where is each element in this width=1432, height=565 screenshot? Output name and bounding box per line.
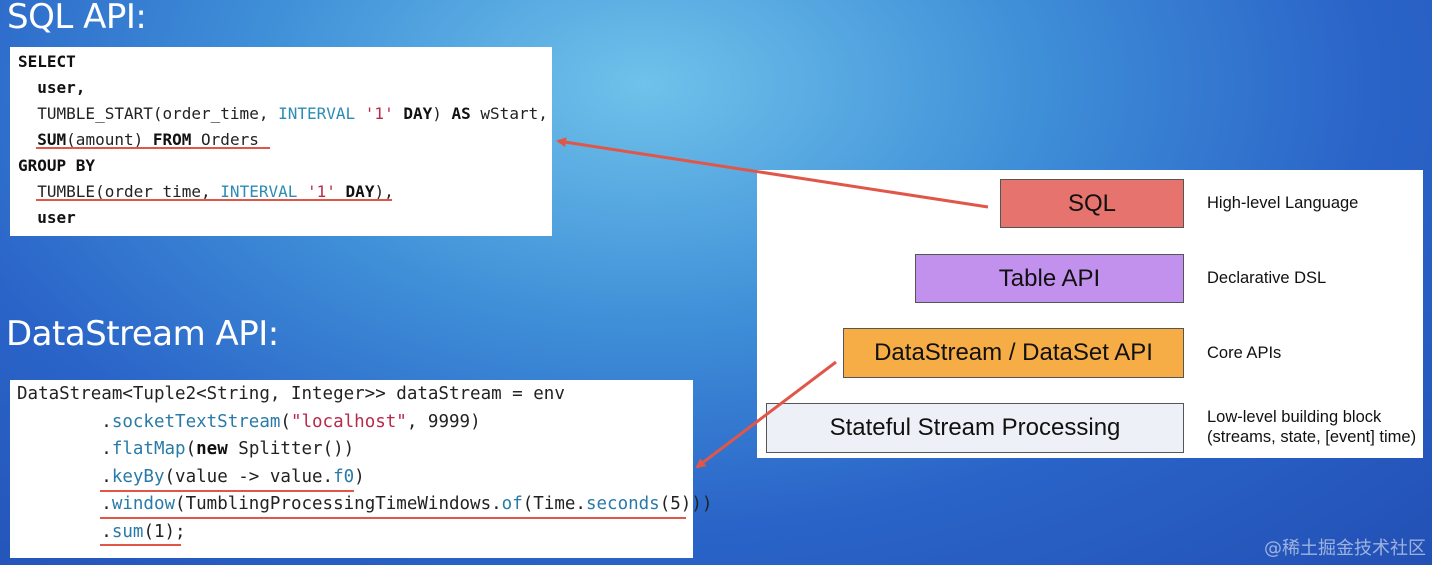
- datastream-dataset-layer: DataStream / DataSet API: [843, 328, 1184, 378]
- code-token: (value -> value.: [164, 467, 334, 487]
- code-token: of: [501, 494, 523, 514]
- code-token: INTERVAL: [220, 182, 298, 201]
- code-line: user,: [18, 80, 85, 96]
- code-line: .socketTextStream("localhost", 9999): [17, 412, 481, 432]
- code-token: .: [17, 412, 112, 432]
- code-line: SUM(amount) FROM Orders: [18, 132, 259, 148]
- code-line: DataStream<Tuple2<String, Integer>> data…: [17, 384, 565, 404]
- stateful-stream-processing-layer-description: Low-level building block (streams, state…: [1207, 408, 1417, 446]
- datastream-api-heading: DataStream API:: [6, 314, 279, 354]
- highlight-underline: [100, 490, 354, 492]
- code-token: .: [17, 439, 112, 459]
- code-token: INTERVAL: [278, 104, 356, 123]
- code-token: .: [17, 494, 112, 514]
- code-token: (amount): [66, 130, 153, 149]
- code-token: FROM: [152, 130, 192, 149]
- code-token: new: [196, 439, 228, 459]
- code-token: TUMBLE(order_time,: [18, 182, 221, 201]
- code-token: wStart,: [470, 104, 548, 123]
- code-token: (Time.: [522, 494, 586, 514]
- code-line: user: [18, 210, 76, 226]
- sql-api-heading: SQL API:: [7, 0, 147, 37]
- code-token: AS: [451, 104, 471, 123]
- code-token: DataStream<Tuple2<String, Integer>> data…: [17, 384, 565, 404]
- code-line: SELECT: [18, 54, 76, 70]
- datastream-code-box: DataStream<Tuple2<String, Integer>> data…: [10, 380, 712, 558]
- code-line: .window(TumblingProcessingTimeWindows.of…: [17, 494, 713, 514]
- code-token: (: [280, 412, 291, 432]
- code-token: user: [37, 208, 76, 227]
- code-token: ): [354, 467, 365, 487]
- code-token: (: [185, 439, 197, 459]
- code-token: ): [432, 104, 452, 123]
- code-token: SUM: [37, 130, 67, 149]
- highlight-underline: [36, 147, 270, 149]
- code-token: (5))): [659, 494, 713, 514]
- code-line: .keyBy(value -> value.f0): [17, 467, 365, 487]
- code-token: flatMap: [111, 439, 186, 459]
- code-token: .: [17, 467, 112, 487]
- code-token: sum: [111, 522, 144, 542]
- code-token: window: [111, 494, 176, 514]
- code-token: DAY: [345, 182, 375, 201]
- api-stack-panel: SQL High-level Language Table API Declar…: [757, 170, 1423, 458]
- code-token: .: [17, 522, 112, 542]
- code-token: socketTextStream: [111, 412, 281, 432]
- code-token: (TumblingProcessingTimeWindows.: [175, 494, 502, 514]
- code-token: '1': [307, 182, 336, 201]
- table-api-layer-description: Declarative DSL: [1207, 269, 1327, 287]
- sql-arrow: [556, 137, 989, 209]
- code-line: TUMBLE(order_time, INTERVAL '1' DAY),: [18, 182, 394, 201]
- code-token: GROUP BY: [18, 156, 96, 175]
- code-line: .sum(1);: [17, 522, 186, 542]
- datastream-arrow: [695, 360, 837, 469]
- watermark: @稀土掘金技术社区: [1264, 538, 1426, 559]
- code-token: seconds: [585, 494, 660, 514]
- code-line: GROUP BY: [18, 158, 95, 174]
- code-token: , 9999): [406, 412, 481, 432]
- code-token: user,: [37, 78, 86, 97]
- sql-layer: SQL: [1000, 179, 1184, 228]
- stateful-stream-processing-layer: Stateful Stream Processing: [766, 403, 1184, 453]
- code-token: (1);: [143, 522, 186, 542]
- code-token: Splitter()): [227, 439, 355, 459]
- sql-layer-description: High-level Language: [1207, 194, 1359, 212]
- code-line: TUMBLE_START(order_time, INTERVAL '1' DA…: [18, 106, 548, 122]
- sql-code-box: SELECT user, TUMBLE_START(order_time, IN…: [10, 47, 552, 236]
- code-token: "localhost": [290, 412, 407, 432]
- highlight-underline: [100, 517, 686, 519]
- highlight-underline: [100, 544, 181, 546]
- code-token: SELECT: [18, 52, 76, 71]
- code-token: '1': [364, 104, 394, 123]
- code-token: f0: [333, 467, 355, 487]
- code-line: .flatMap(new Splitter()): [17, 439, 355, 459]
- code-token: TUMBLE_START(order_time,: [18, 104, 279, 123]
- datastream-dataset-layer-description: Core APIs: [1207, 344, 1282, 362]
- code-token: DAY: [403, 104, 433, 123]
- code-token: ),: [374, 182, 394, 201]
- code-token: Orders: [191, 130, 259, 149]
- highlight-underline: [36, 199, 392, 201]
- table-api-layer: Table API: [915, 254, 1184, 303]
- code-token: keyBy: [111, 467, 165, 487]
